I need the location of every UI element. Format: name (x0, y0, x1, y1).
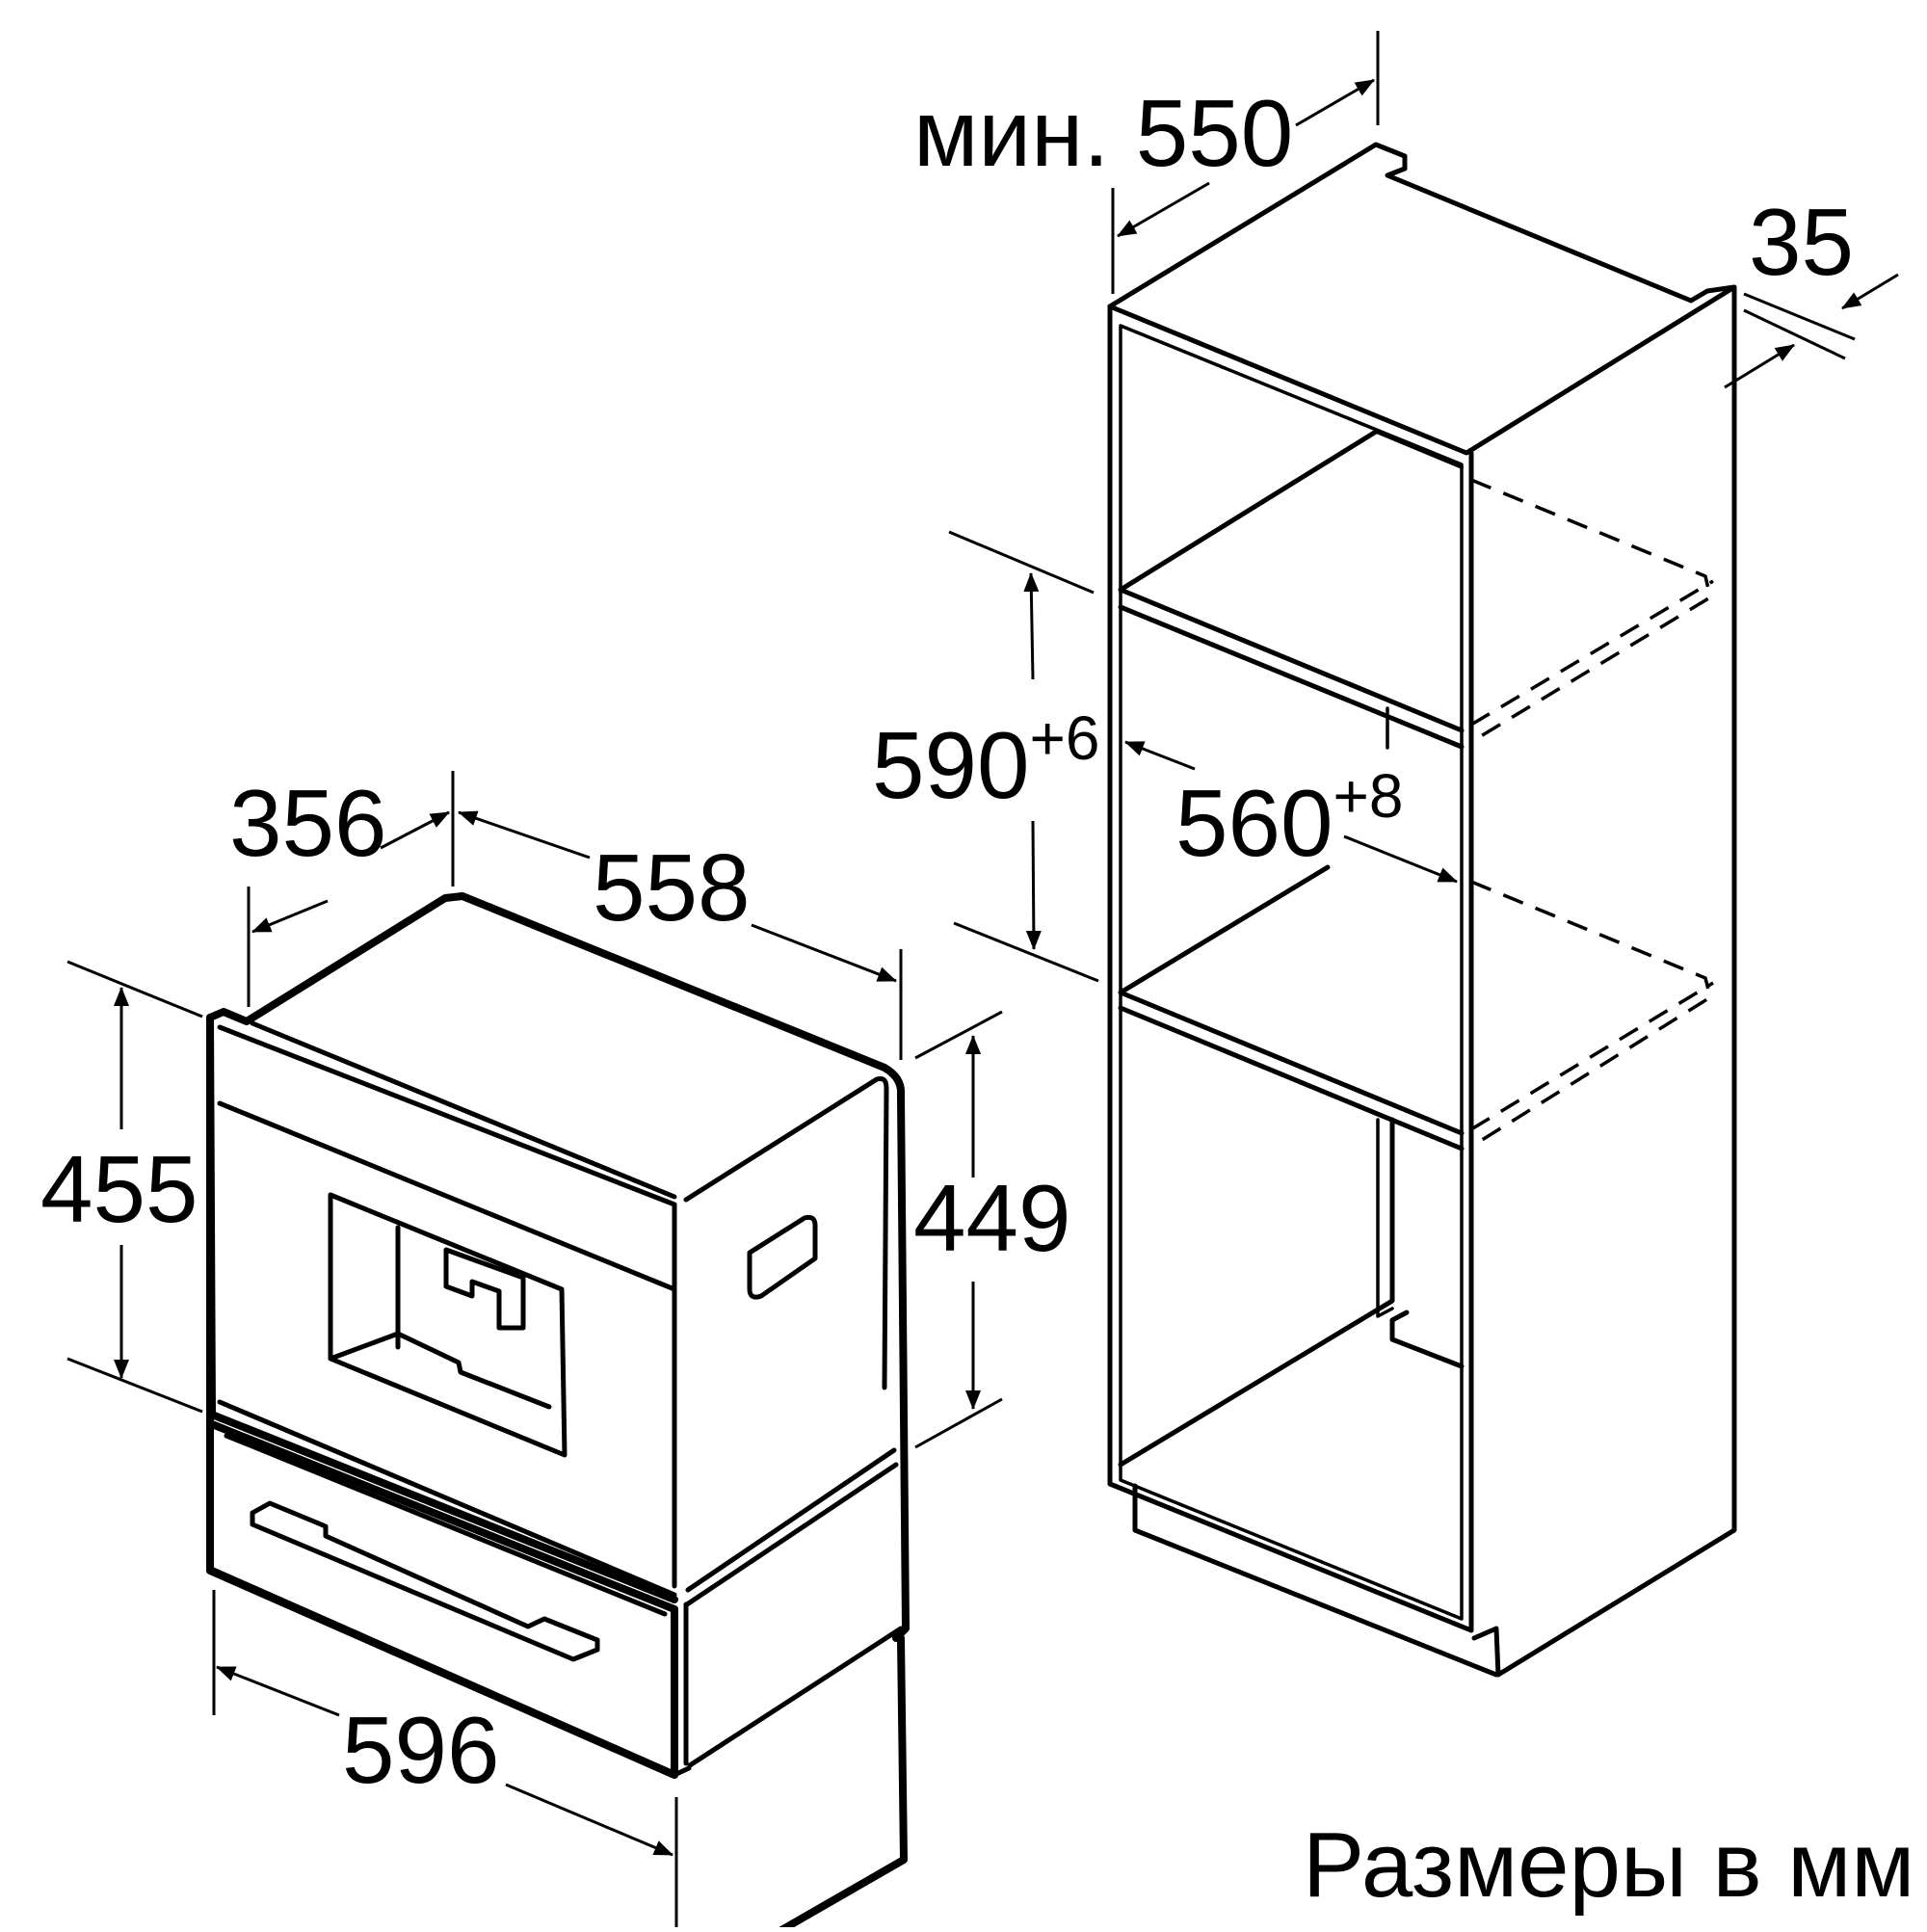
appliance-top-face (206, 892, 906, 1098)
dimension-lines (66, 31, 1899, 1932)
cabinet-min-depth-label: мин. 550 (913, 80, 1293, 186)
appliance-front-face (206, 1014, 678, 1779)
appliance-right-side (770, 1091, 910, 1932)
appliance-depth-label: 356 (229, 770, 387, 876)
hidden-edges-bottom (1470, 880, 1714, 1149)
cabinet-front-inner (1119, 324, 1464, 1621)
cabinet-drawing (1107, 142, 1737, 1678)
cabinet-top (1107, 142, 1737, 1678)
drawer-handle (250, 1500, 600, 1662)
niche-width-tolerance: +8 (1333, 761, 1404, 831)
hidden-edges-top (1470, 478, 1714, 744)
drawer-inner-lines (224, 1433, 692, 1778)
drawer-front (208, 1420, 678, 1779)
coffee-spout (443, 1247, 526, 1331)
lower-compartment (1118, 1117, 1465, 1468)
appliance-drawing (206, 892, 910, 1932)
lower-compartment-inner (1376, 1118, 1394, 1318)
niche-height-value: 590 (872, 712, 1030, 818)
cabinet-plinth (1132, 1483, 1499, 1678)
appliance-top-inner (250, 1020, 677, 1200)
upper-top-inner (1374, 430, 1464, 469)
appliance-side-inner (683, 1076, 904, 1768)
niche-width-label: 560+8 (1175, 761, 1403, 876)
niche-height-tolerance: +6 (1030, 703, 1100, 773)
cabinet-front-outer (1107, 304, 1474, 1633)
units-note: Размеры в мм (1303, 1813, 1914, 1917)
cabinet-offset-label: 35 (1749, 189, 1854, 295)
cabinet-top-back (1107, 284, 1737, 456)
appliance-height-side-label: 449 (913, 1165, 1071, 1271)
middle-shelf (1118, 864, 1465, 1151)
appliance-front-panel (217, 1024, 677, 1598)
appliance-width-front-label: 596 (342, 1697, 500, 1803)
appliance-height-front-label: 455 (40, 1136, 198, 1242)
coffee-outlet-opening (328, 1192, 568, 1458)
upper-shelf (1118, 429, 1465, 750)
niche-height-label: 590+6 (872, 703, 1099, 818)
side-handle (747, 1214, 818, 1300)
appliance-width-top-label: 558 (593, 834, 751, 940)
niche-width-value: 560 (1175, 770, 1333, 876)
dimension-labels: 356 558 455 449 596 мин. 550 35 590+6 56… (40, 80, 1914, 1917)
